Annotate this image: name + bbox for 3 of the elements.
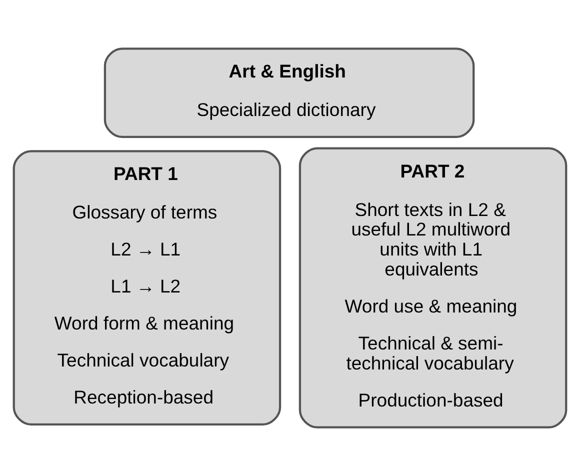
node-box: PART 2 Short texts in L2 & useful L2 multiword units with L1 equivalents Word use & meaning Technical & semi-technical vocabulary Production-based bbox=[298, 147, 568, 428]
node-box: Art & English Specialized dictionary bbox=[104, 48, 475, 138]
node-box: PART 1 Glossary of terms L2 → L1 L1 → L2 Word form & meaning Technical vocabulary Reception-based bbox=[12, 150, 282, 426]
